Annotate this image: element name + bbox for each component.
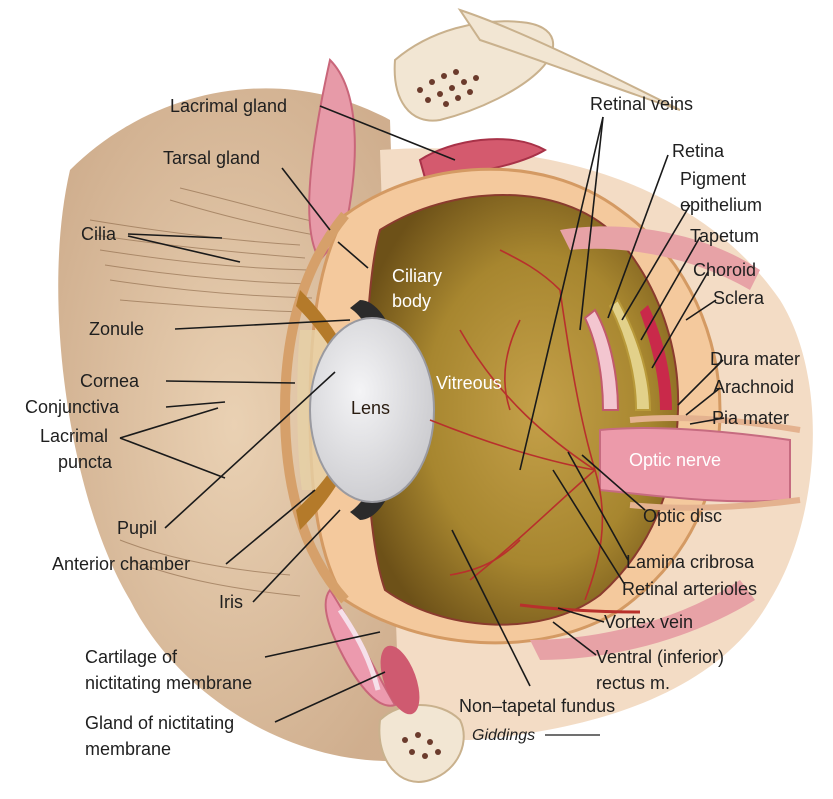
- label-lacrimal-gland: Lacrimal gland: [170, 96, 287, 116]
- label-ciliary-body-2: body: [392, 291, 431, 311]
- label-dura-mater: Dura mater: [710, 349, 800, 369]
- label-cartilage-1: Cartilage of: [85, 647, 178, 667]
- label-retina: Retina: [672, 141, 725, 161]
- upper-orbital-bone: [395, 21, 553, 120]
- label-non-tapetal-fundus: Non–tapetal fundus: [459, 696, 615, 716]
- label-ventral-rectus-2: rectus m.: [596, 673, 670, 693]
- label-cilia: Cilia: [81, 224, 117, 244]
- label-optic-disc: Optic disc: [643, 506, 722, 526]
- label-iris: Iris: [219, 592, 243, 612]
- signature-text: Giddings: [472, 727, 535, 744]
- label-choroid: Choroid: [693, 260, 756, 280]
- label-tarsal-gland: Tarsal gland: [163, 148, 260, 168]
- label-retinal-veins: Retinal veins: [590, 94, 693, 114]
- label-retinal-arterioles: Retinal arterioles: [622, 579, 757, 599]
- label-pigment-1: Pigment: [680, 169, 746, 189]
- label-optic-nerve: Optic nerve: [629, 450, 721, 470]
- label-ciliary-body-1: Ciliary: [392, 266, 442, 286]
- label-conjunctiva: Conjunctiva: [25, 397, 120, 417]
- label-cornea: Cornea: [80, 371, 140, 391]
- label-pigment-2: epithelium: [680, 195, 762, 215]
- lower-orbital-bone: [379, 705, 463, 782]
- label-pia-mater: Pia mater: [712, 408, 789, 428]
- label-ventral-rectus-1: Ventral (inferior): [596, 647, 724, 667]
- label-arachnoid: Arachnoid: [713, 377, 794, 397]
- label-tapetum: Tapetum: [690, 226, 759, 246]
- label-vortex-vein: Vortex vein: [604, 612, 693, 632]
- label-cartilage-2: nictitating membrane: [85, 673, 252, 693]
- label-lens: Lens: [351, 398, 390, 418]
- label-gland-nictitating-2: membrane: [85, 739, 171, 759]
- label-lacrimal-puncta-1: Lacrimal: [40, 426, 108, 446]
- label-vitreous: Vitreous: [436, 373, 502, 393]
- label-anterior-chamber: Anterior chamber: [52, 554, 190, 574]
- label-gland-nictitating-1: Gland of nictitating: [85, 713, 234, 733]
- label-lacrimal-puncta-2: puncta: [58, 452, 113, 472]
- label-pupil: Pupil: [117, 518, 157, 538]
- label-zonule: Zonule: [89, 319, 144, 339]
- label-lamina-cribrosa: Lamina cribrosa: [626, 552, 755, 572]
- label-sclera: Sclera: [713, 288, 765, 308]
